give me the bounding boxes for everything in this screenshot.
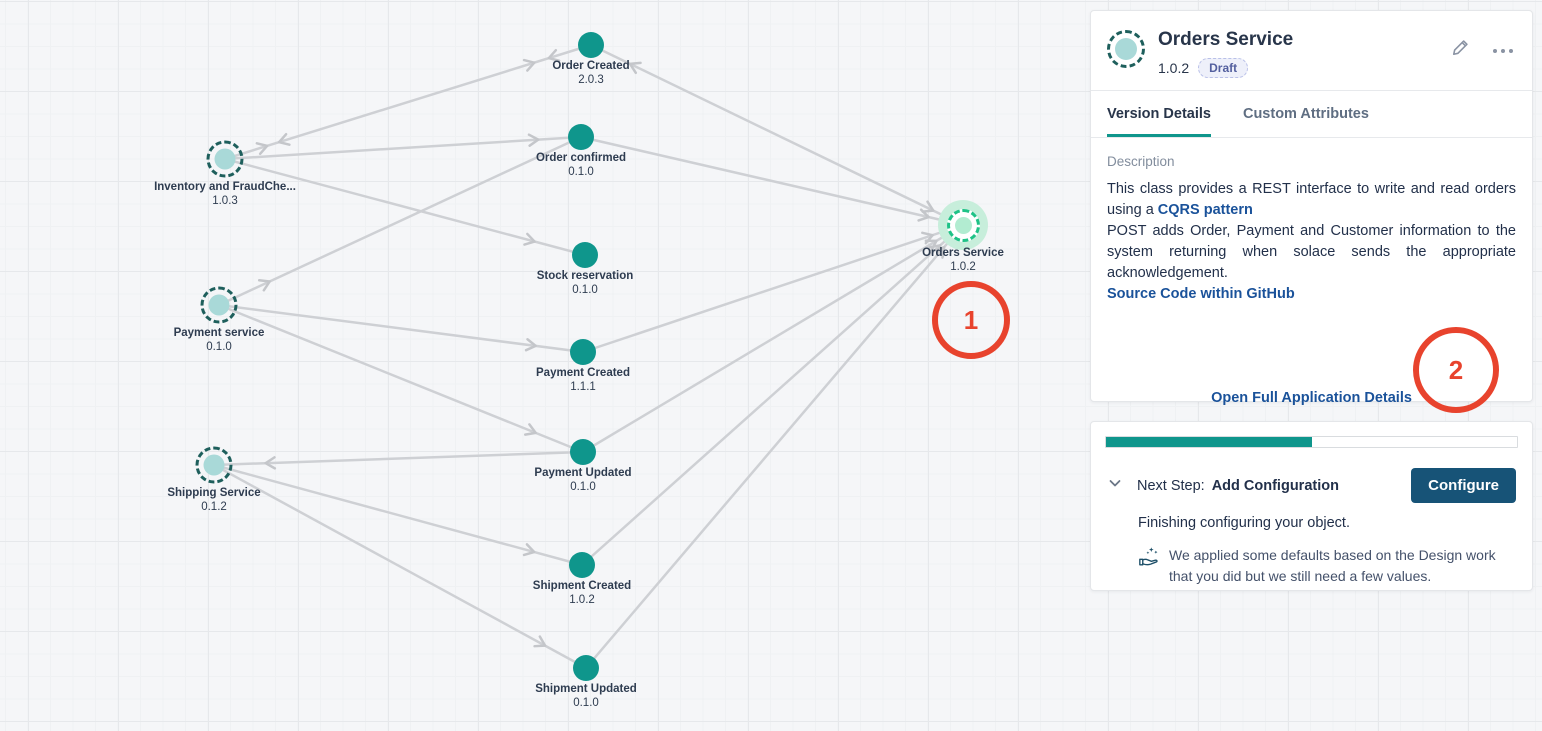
pencil-icon xyxy=(1450,38,1470,61)
edge-arrowhead xyxy=(921,200,935,213)
tab-version-details[interactable]: Version Details xyxy=(1107,91,1211,137)
edge-arrowhead xyxy=(928,244,942,257)
configure-button[interactable]: Configure xyxy=(1411,468,1516,503)
edge-arrowhead xyxy=(524,338,537,352)
next-step-subtext: Finishing configuring your object. xyxy=(1138,515,1350,531)
progress-bar xyxy=(1105,436,1518,448)
details-header: Orders Service 1.0.2 Draft xyxy=(1091,11,1532,91)
status-badge: Draft xyxy=(1198,58,1249,78)
annotation-circle-1: 1 xyxy=(932,281,1010,359)
graph-edge-payment-created--orders-service xyxy=(582,223,964,354)
edge-arrowhead xyxy=(533,635,547,648)
edge-arrowhead xyxy=(547,48,561,62)
annotation-circle-2: 2 xyxy=(1413,327,1499,413)
graph-node-order-created[interactable] xyxy=(578,32,604,58)
edge-arrowhead xyxy=(527,133,540,147)
application-icon xyxy=(1107,30,1145,68)
edge-arrowhead xyxy=(255,142,269,156)
details-tabs: Version Details Custom Attributes xyxy=(1091,91,1532,138)
graph-edge-inventory-service--order-created xyxy=(224,43,592,161)
edge-arrowhead xyxy=(628,61,642,75)
edge-arrowhead xyxy=(932,245,946,259)
collapse-button[interactable] xyxy=(1107,475,1123,496)
edge-arrowhead xyxy=(522,58,536,72)
tab-custom-attributes[interactable]: Custom Attributes xyxy=(1242,106,1369,122)
next-step-name: Add Configuration xyxy=(1211,477,1339,494)
graph-node-payment-updated[interactable] xyxy=(570,439,596,465)
chevron-down-icon xyxy=(1107,475,1123,496)
open-full-application-details-link[interactable]: Open Full Application Details xyxy=(1211,390,1412,406)
version-number: 1.0.2 xyxy=(1158,60,1190,76)
edge-arrowhead xyxy=(917,208,930,222)
edit-button[interactable] xyxy=(1448,36,1472,63)
graph-node-order-confirmed[interactable] xyxy=(568,124,594,150)
next-step-card: Next Step: Add Configuration Configure F… xyxy=(1090,421,1533,591)
defaults-note: We applied some defaults based on the De… xyxy=(1169,547,1496,584)
graph-node-payment-created[interactable] xyxy=(570,339,596,365)
graph-edge-shipping-service--shipment-updated xyxy=(213,463,587,670)
hand-sparkles-icon xyxy=(1138,546,1160,573)
graph-node-shipment-updated[interactable] xyxy=(573,655,599,681)
graph-node-orders-service[interactable] xyxy=(938,200,988,250)
edge-arrowhead xyxy=(264,456,277,470)
graph-edge-payment-service--payment-updated xyxy=(218,303,584,454)
graph-node-inventory-service[interactable] xyxy=(206,140,244,178)
page-title: Orders Service xyxy=(1158,29,1294,50)
description-text: This class provides a REST interface to … xyxy=(1107,181,1516,302)
graph-edge-shipping-service--shipment-created xyxy=(213,463,583,567)
edge-arrowhead xyxy=(277,132,291,146)
graph-edge-payment-updated--shipping-service xyxy=(213,450,584,467)
graph-node-shipment-created[interactable] xyxy=(569,552,595,578)
edge-arrowhead xyxy=(523,232,536,246)
graph-node-label-inventory-service: Inventory and FraudChe...1.0.3 xyxy=(154,181,296,207)
graph-edge-payment-service--payment-created xyxy=(218,303,584,354)
graph-node-payment-service[interactable] xyxy=(200,286,238,324)
progress-bar-fill xyxy=(1106,437,1312,447)
graph-edge-inventory-service--order-confirmed xyxy=(224,135,582,161)
edge-arrowhead xyxy=(522,543,536,557)
graph-node-shipping-service[interactable] xyxy=(195,446,233,484)
graph-node-stock-reservation[interactable] xyxy=(572,242,598,268)
ellipsis-icon xyxy=(1492,42,1514,57)
edge-arrowhead xyxy=(524,423,537,436)
graph-edge-payment-service--order-confirmed xyxy=(218,135,582,307)
source-code-link[interactable]: Source Code within GitHub xyxy=(1107,286,1295,302)
graph-edge-shipment-created--orders-service xyxy=(581,224,964,566)
graph-edge-payment-updated--orders-service xyxy=(582,223,964,454)
graph-edge-shipment-updated--orders-service xyxy=(585,224,964,669)
graph-edge-order-confirmed--orders-service xyxy=(580,135,964,227)
description-heading: Description xyxy=(1107,154,1175,169)
cqrs-pattern-link[interactable]: CQRS pattern xyxy=(1157,202,1253,218)
next-step-label: Next Step: xyxy=(1137,477,1205,494)
edge-arrowhead xyxy=(257,279,271,292)
graph-edge-inventory-service--stock-reservation xyxy=(224,157,586,257)
more-options-button[interactable] xyxy=(1490,40,1516,59)
graph-edge-order-created--orders-service xyxy=(590,43,964,227)
